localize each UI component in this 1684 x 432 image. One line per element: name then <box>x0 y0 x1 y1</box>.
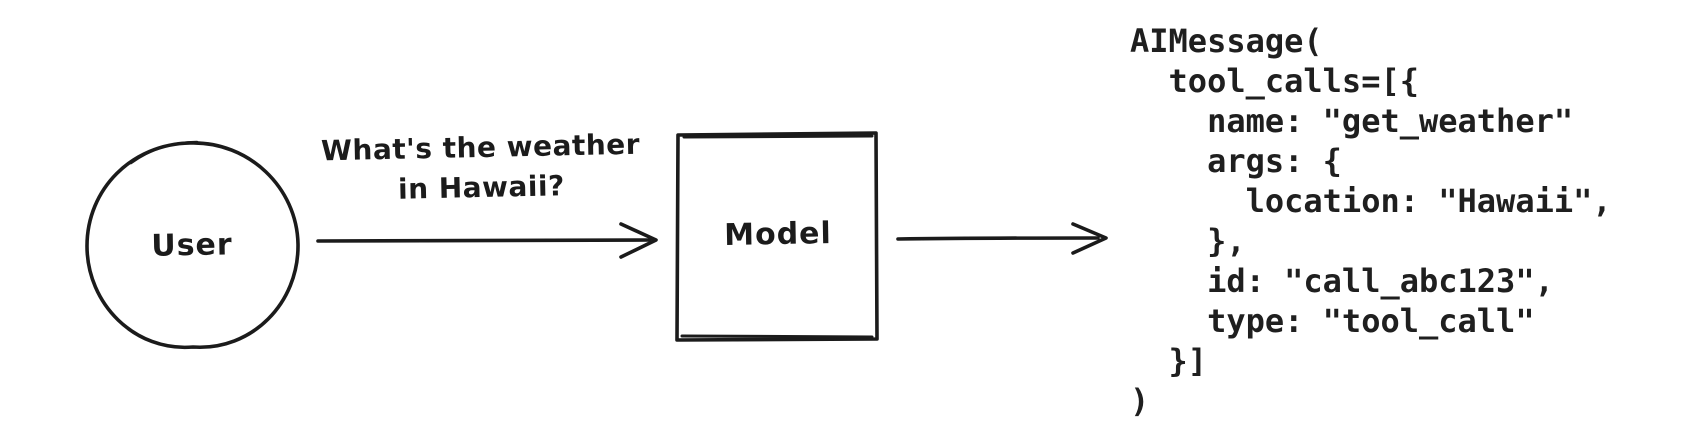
request-arrow-shaft <box>316 238 652 243</box>
request-arrow-head <box>619 222 658 259</box>
code-line: }, <box>1130 222 1246 260</box>
user-node-circle-overlap-stroke <box>129 140 199 165</box>
user-node-label: User <box>151 227 233 264</box>
model-node-label: Model <box>723 216 833 253</box>
code-line: name: "get_weather" <box>1130 102 1574 140</box>
code-line: type: "tool_call" <box>1130 302 1535 340</box>
code-line: AIMessage( <box>1130 22 1323 60</box>
code-line: }] <box>1130 342 1208 380</box>
user-node-circle <box>85 141 300 350</box>
response-arrow-head <box>1071 222 1108 255</box>
model-node-box-bottom-overlap <box>680 334 874 339</box>
user-message-text: What's the weather in Hawaii? <box>230 123 732 213</box>
code-line: args: { <box>1130 142 1342 180</box>
response-arrow-shaft <box>896 236 1100 241</box>
code-line: ) <box>1130 382 1150 420</box>
code-line: id: "call_abc123", <box>1130 262 1554 300</box>
code-line: tool_calls=[{ <box>1130 62 1419 100</box>
code-line: location: "Hawaii", <box>1130 182 1612 220</box>
model-node-box <box>675 131 879 342</box>
model-node-box-top-overlap <box>682 134 874 139</box>
aimessage-code-block: AIMessage( tool_calls=[{ name: "get_weat… <box>1130 21 1612 421</box>
